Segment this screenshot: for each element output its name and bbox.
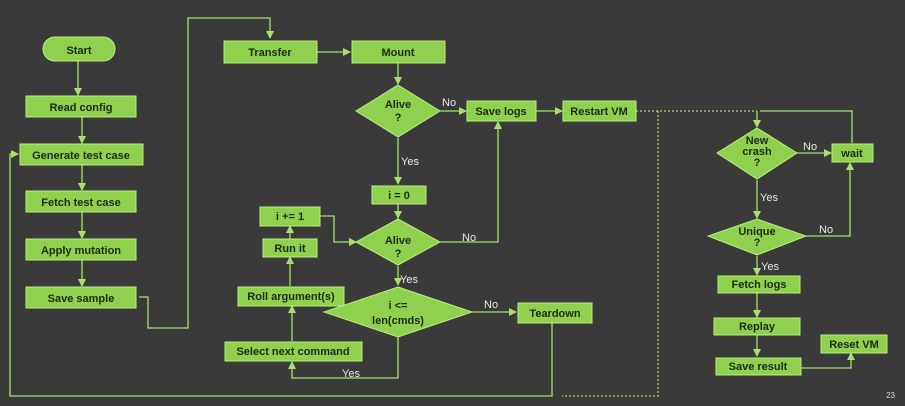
alive1-yes-label: Yes — [401, 156, 419, 168]
svg-text:crash: crash — [742, 146, 772, 158]
svg-text:Alive: Alive — [385, 235, 411, 247]
edge-labels: No Yes No Yes No Yes No Yes No Yes — [342, 97, 833, 380]
svg-text:Fetch test case: Fetch test case — [41, 197, 120, 209]
i-increment-box: i += 1 — [259, 206, 321, 227]
svg-text:i = 0: i = 0 — [388, 190, 410, 202]
save-sample-box: Save sample — [25, 286, 137, 309]
select-next-command-box: Select next command — [224, 341, 363, 362]
fetch-test-case-box: Fetch test case — [25, 190, 137, 213]
svg-text:Save sample: Save sample — [48, 293, 115, 305]
svg-text:Generate test case: Generate test case — [32, 150, 130, 162]
svg-text:Roll argument(s): Roll argument(s) — [247, 291, 335, 303]
svg-text:?: ? — [395, 248, 402, 260]
svg-text:Teardown: Teardown — [529, 308, 580, 320]
generate-test-case-box: Generate test case — [19, 143, 144, 166]
run-it-box: Run it — [262, 238, 318, 258]
svg-text:Apply mutation: Apply mutation — [41, 245, 121, 257]
svg-text:Alive: Alive — [385, 99, 411, 111]
svg-text:Run it: Run it — [274, 243, 305, 255]
svg-text:Fetch logs: Fetch logs — [731, 279, 786, 291]
svg-text:wait: wait — [840, 148, 863, 160]
unique-yes-label: Yes — [761, 261, 779, 273]
svg-text:Restart VM: Restart VM — [570, 106, 627, 118]
fetch-logs-box: Fetch logs — [717, 275, 801, 294]
svg-text:Save logs: Save logs — [475, 106, 526, 118]
svg-text:Replay: Replay — [739, 321, 776, 333]
new-crash-no-label: No — [803, 141, 817, 153]
svg-text:?: ? — [754, 237, 761, 249]
svg-text:i += 1: i += 1 — [276, 211, 304, 223]
save-logs-box: Save logs — [466, 100, 537, 122]
alive2-yes-label: Yes — [400, 274, 418, 286]
svg-text:i <=: i <= — [389, 300, 408, 312]
loop-yes-label: Yes — [342, 368, 360, 380]
svg-text:Reset VM: Reset VM — [829, 339, 879, 351]
svg-text:?: ? — [395, 112, 402, 124]
loop-condition-decision: i <= len(cmds) — [322, 286, 474, 338]
alive1-no-label: No — [442, 97, 456, 109]
restart-vm-box: Restart VM — [562, 100, 637, 122]
loop-no-label: No — [484, 299, 498, 311]
new-crash-decision: New crash ? — [716, 127, 798, 180]
svg-text:Unique: Unique — [738, 226, 775, 238]
save-result-box: Save result — [715, 357, 802, 376]
transfer-box: Transfer — [223, 40, 318, 64]
start-node: Start — [42, 36, 116, 62]
teardown-box: Teardown — [517, 302, 593, 324]
connectors — [9, 17, 855, 397]
unique-no-label: No — [819, 224, 833, 236]
mount-box: Mount — [351, 40, 446, 64]
svg-text:len(cmds): len(cmds) — [372, 315, 424, 327]
new-crash-yes-label: Yes — [760, 192, 778, 204]
wait-box: wait — [831, 143, 874, 163]
svg-text:Mount: Mount — [382, 47, 415, 59]
apply-mutation-box: Apply mutation — [25, 238, 137, 261]
i-zero-box: i = 0 — [371, 185, 427, 205]
svg-text:Transfer: Transfer — [248, 47, 292, 59]
alive-decision-1: Alive ? — [355, 84, 441, 138]
reset-vm-box: Reset VM — [820, 334, 888, 354]
roll-argument-box: Roll argument(s) — [237, 286, 345, 307]
svg-text:Read config: Read config — [50, 102, 113, 114]
read-config-box: Read config — [25, 95, 137, 118]
svg-text:Start: Start — [66, 45, 91, 57]
slide-number: 23 — [886, 391, 895, 400]
alive2-no-label: No — [462, 232, 476, 244]
svg-text:New: New — [746, 135, 769, 147]
alive-decision-2: Alive ? — [354, 218, 442, 266]
svg-text:?: ? — [754, 157, 761, 169]
svg-text:Save result: Save result — [729, 361, 788, 373]
svg-text:Select next command: Select next command — [236, 346, 349, 358]
replay-box: Replay — [713, 317, 801, 336]
unique-decision: Unique ? — [706, 218, 808, 256]
